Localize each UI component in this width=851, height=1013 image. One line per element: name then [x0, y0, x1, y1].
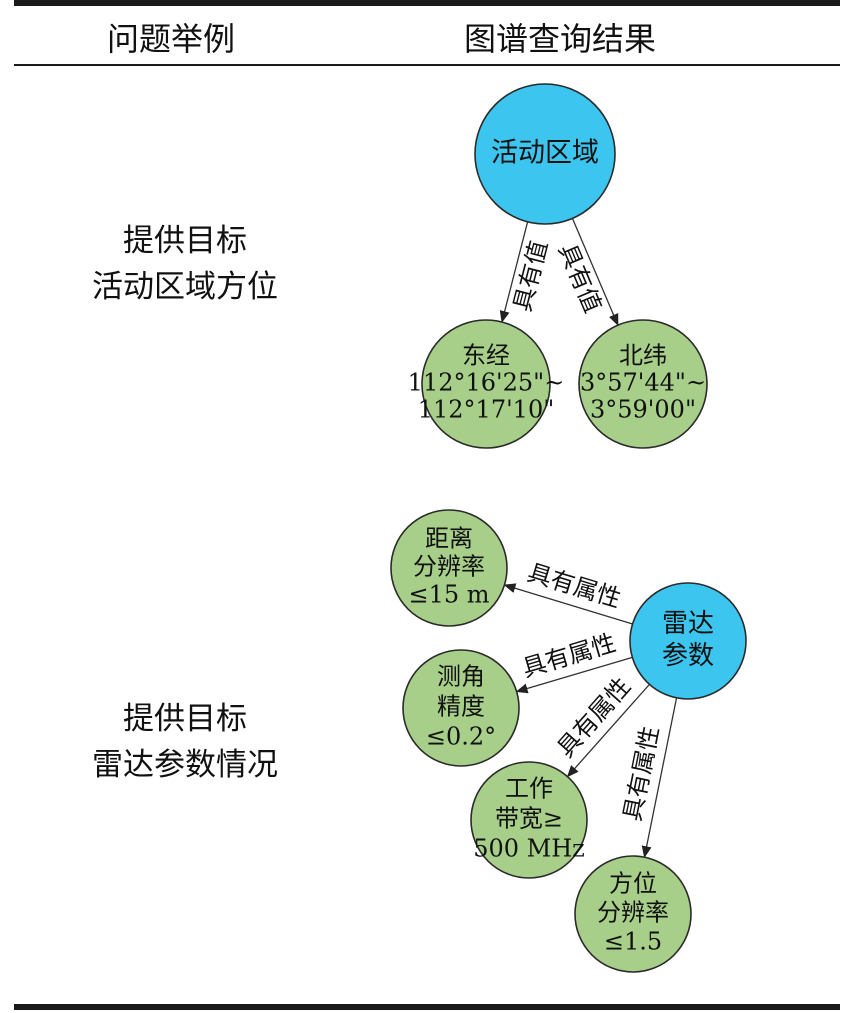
edge-radar-to-range-res: [503, 583, 633, 625]
table-top-rule: [14, 0, 840, 6]
edge-region-to-north: [571, 218, 619, 327]
node-text-range-res-1: 分辨率: [413, 553, 485, 581]
node-circle-radar: [629, 582, 747, 700]
edge-radar-to-bandwidth: [566, 683, 650, 778]
node-text-angle-acc-2: ≤0.2°: [426, 723, 496, 751]
node-text-north-2: 3°59'00": [590, 396, 696, 424]
question-2-line-1: 提供目标: [123, 701, 247, 737]
node-text-range-res-2: ≤15 m: [408, 581, 489, 609]
header-rule: [14, 64, 840, 66]
question-example-1: 提供目标 活动区域方位: [20, 218, 350, 310]
node-text-north-0: 北纬: [619, 342, 667, 370]
node-text-east-0: 东经: [462, 342, 510, 370]
node-text-angle-acc-0: 测角: [437, 663, 485, 691]
node-radar: 雷达参数: [629, 582, 747, 700]
edge-label-region-to-north: 具有值: [553, 240, 607, 317]
node-circle-north: [578, 319, 708, 449]
edge-label-radar-to-azimuth-res: 具有属性: [618, 724, 664, 824]
question-2-line-2: 雷达参数情况: [92, 747, 278, 783]
header-question-column: 问题举例: [106, 20, 235, 58]
node-text-azimuth-res-0: 方位: [609, 870, 657, 898]
question-1-line-2: 活动区域方位: [92, 269, 278, 305]
node-text-angle-acc-1: 精度: [437, 693, 485, 721]
node-text-north-1: 3°57'44"~: [580, 369, 706, 397]
edge-radar-to-angle-acc: [515, 656, 633, 694]
node-circle-angle-acc: [402, 649, 520, 767]
node-north: 北纬3°57'44"~3°59'00": [578, 319, 708, 449]
node-circle-region: [474, 83, 616, 225]
question-1-line-1: 提供目标: [123, 223, 247, 259]
edge-region-to-east: [499, 221, 529, 323]
node-text-bandwidth-1: 带宽≥: [495, 805, 563, 833]
header-result-column: 图谱查询结果: [463, 20, 656, 58]
edge-label-radar-to-bandwidth: 具有属性: [552, 672, 637, 762]
node-text-range-res-0: 距离: [425, 525, 473, 553]
question-example-2: 提供目标 雷达参数情况: [20, 696, 350, 788]
node-circle-azimuth-res: [574, 855, 692, 973]
node-region: 活动区域: [474, 83, 616, 225]
node-circle-range-res: [390, 509, 508, 627]
node-text-radar-0: 雷达: [662, 609, 714, 639]
edge-label-radar-to-range-res: 具有属性: [524, 558, 624, 613]
node-text-bandwidth-2: 500 MHz: [473, 835, 585, 863]
node-circle-bandwidth: [470, 761, 588, 879]
node-text-azimuth-res-1: 分辨率: [597, 899, 669, 927]
node-text-east-1: 112°16'25"~: [408, 369, 565, 397]
node-text-bandwidth-0: 工作: [505, 775, 553, 803]
node-text-region-0: 活动区域: [491, 138, 599, 169]
edge-label-region-to-east: 具有值: [508, 238, 553, 315]
node-circle-east: [421, 319, 551, 449]
edge-label-radar-to-angle-acc: 具有属性: [519, 629, 619, 683]
node-text-radar-1: 参数: [662, 641, 714, 671]
table-bottom-rule: [14, 1004, 840, 1010]
node-text-east-2: 112°17'10": [418, 396, 555, 424]
edge-radar-to-azimuth-res: [641, 697, 678, 859]
node-text-azimuth-res-2: ≤1.5: [604, 928, 662, 956]
